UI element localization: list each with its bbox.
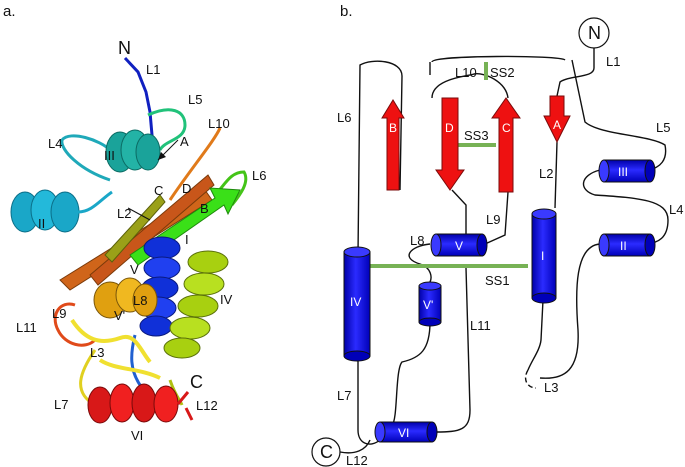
topology-label-l11: L11 xyxy=(470,318,491,333)
ribbon-helix-ii xyxy=(10,189,113,233)
helix-iv xyxy=(343,246,371,362)
topology-n-terminus: N xyxy=(588,23,601,43)
ribbon-helix-vi xyxy=(87,383,190,424)
ribbon-loop-l9 xyxy=(70,318,152,364)
ribbon-label-l12: L12 xyxy=(196,398,218,413)
helix-iv-label: IV xyxy=(350,295,361,309)
topology-label-ss3: SS3 xyxy=(464,128,489,143)
helix-i xyxy=(531,208,557,304)
panel-a: a. N xyxy=(3,3,266,443)
ribbon-helix-iii xyxy=(105,129,161,173)
helix-v xyxy=(430,233,488,257)
ribbon-label-a: A xyxy=(180,134,189,149)
strand-a-label: A xyxy=(553,118,561,132)
panel-a-label: a. xyxy=(3,3,16,20)
ribbon-label-i: I xyxy=(185,232,189,247)
ribbon-label-iv: IV xyxy=(220,292,233,307)
ribbon-label-v: V xyxy=(130,262,139,277)
topology-c-terminus-circle xyxy=(311,437,341,467)
ribbon-label-l2: L2 xyxy=(117,206,131,221)
strand-a xyxy=(543,95,571,144)
helix-vprime-label: V' xyxy=(423,298,433,312)
ribbon-label-l4: L4 xyxy=(48,136,62,151)
topology-label-ss2: SS2 xyxy=(490,65,515,80)
ribbon-label-iii: III xyxy=(104,148,115,163)
ribbon-label-l11: L11 xyxy=(16,320,37,335)
ribbon-loop-l4 xyxy=(60,134,112,182)
ribbon-label-b: B xyxy=(200,201,209,216)
pointer-line-l2 xyxy=(127,207,151,221)
ribbon-label-vprime: V' xyxy=(114,308,125,323)
ribbon-loop-yellow xyxy=(98,358,161,380)
strand-c xyxy=(491,97,521,193)
helix-ii-label: II xyxy=(620,239,627,253)
panel-b-label: b. xyxy=(340,3,353,20)
helix-iii-label: III xyxy=(618,165,628,179)
l3-dashed-segment xyxy=(524,369,537,389)
ribbon-loop-l11 xyxy=(53,302,97,347)
helix-i-label: I xyxy=(541,249,544,263)
ribbon-label-vi: VI xyxy=(131,428,143,443)
strand-c-label: C xyxy=(502,121,511,135)
ribbon-c-terminus: C xyxy=(190,372,203,392)
ribbon-helix-v xyxy=(93,277,158,319)
strand-b xyxy=(381,99,405,191)
helix-iii xyxy=(598,159,656,183)
ribbon-label-c: C xyxy=(154,183,163,198)
ribbon-label-l8: L8 xyxy=(133,293,147,308)
ribbon-label-l5: L5 xyxy=(188,92,202,107)
helix-vi xyxy=(374,421,438,443)
strand-d-label: D xyxy=(445,121,454,135)
topology-label-l6: L6 xyxy=(337,110,351,125)
ribbon-label-d: D xyxy=(182,181,191,196)
topology-n-terminus-circle xyxy=(578,17,610,49)
topology-label-l4: L4 xyxy=(669,202,683,217)
ribbon-label-l10: L10 xyxy=(208,116,230,131)
ribbon-loop-l5 xyxy=(147,108,187,151)
topology-c-terminus: C xyxy=(320,442,333,462)
topology-label-l10: L10 xyxy=(455,65,477,80)
topology-label-l8: L8 xyxy=(410,233,424,248)
topology-label-l12: L12 xyxy=(346,453,368,467)
topology-label-l9: L9 xyxy=(486,212,500,227)
ribbon-n-terminus: N xyxy=(118,38,131,58)
strand-d xyxy=(435,97,465,191)
topology-chain xyxy=(339,48,669,454)
helix-ii xyxy=(598,233,656,257)
topology-label-l3: L3 xyxy=(544,380,558,395)
pointer-head-a xyxy=(158,152,166,160)
ribbon-label-l3: L3 xyxy=(90,345,104,360)
helix-vprime xyxy=(418,281,442,327)
ribbon-strand-c xyxy=(89,174,215,286)
ribbon-helix-iv xyxy=(163,250,229,359)
topology-label-l5: L5 xyxy=(656,120,670,135)
panel-b: b. xyxy=(311,3,683,467)
topology-label-l2: L2 xyxy=(539,166,553,181)
strand-b-label: B xyxy=(389,121,397,135)
topology-label-ss1: SS1 xyxy=(485,273,510,288)
ribbon-label-l6: L6 xyxy=(252,168,266,183)
ribbon-label-l9: L9 xyxy=(52,306,66,321)
topology-label-l1: L1 xyxy=(606,54,620,69)
ribbon-label-ii: II xyxy=(38,216,45,231)
ribbon-c-tail xyxy=(184,407,194,421)
ribbon-label-l1: L1 xyxy=(146,62,160,77)
ribbon-label-l7: L7 xyxy=(54,397,68,412)
helix-vi-label: VI xyxy=(398,426,409,440)
ribbon-loop-l6 xyxy=(213,170,248,206)
ribbon-loop-l10 xyxy=(168,127,222,201)
helix-v-label: V xyxy=(455,239,463,253)
topology-label-l7: L7 xyxy=(337,388,351,403)
